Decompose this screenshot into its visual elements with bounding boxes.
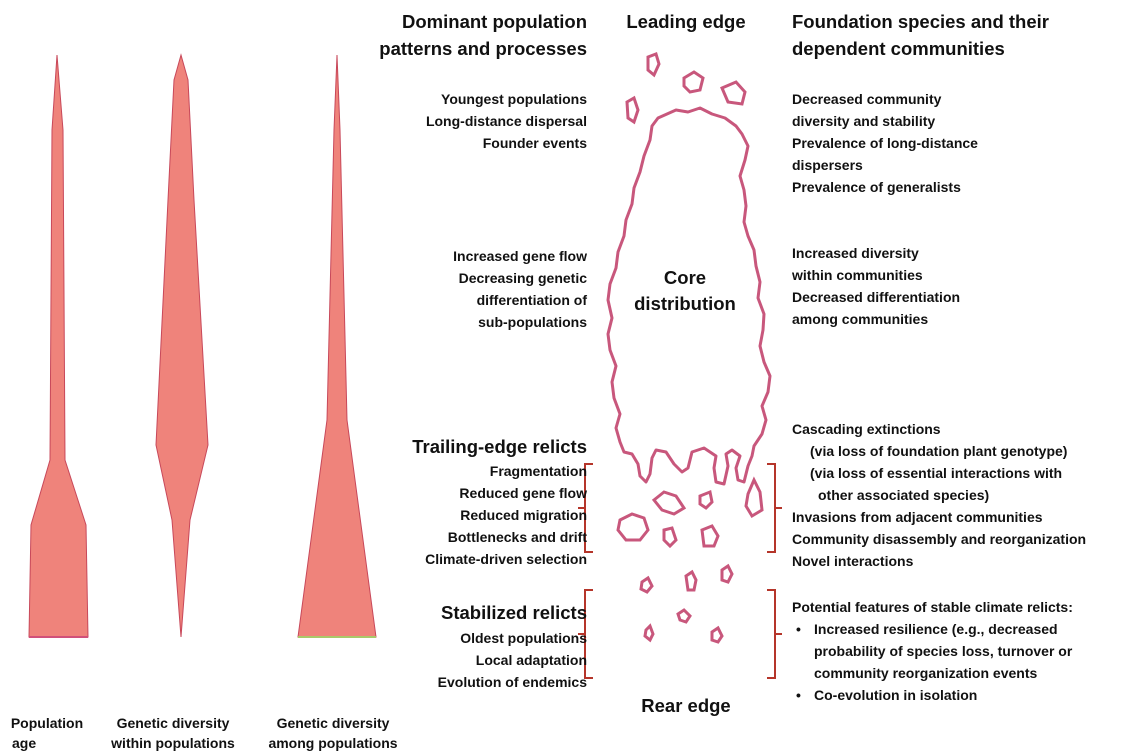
leading-pop-item: Long-distance dispersal xyxy=(426,110,587,132)
leading-edge-header: Leading edge xyxy=(606,8,766,35)
trailing-community-list: Cascading extinctions (via loss of found… xyxy=(792,418,1086,572)
stabilized-right-bracket xyxy=(767,590,782,678)
population-header: Dominant population patterns and process… xyxy=(379,8,587,62)
population-age-label: Population age xyxy=(4,713,90,753)
leading-community-list: Decreased community diversity and stabil… xyxy=(792,88,978,198)
population-age-shape xyxy=(29,55,88,637)
among-diversity-label: Genetic diversity among populations xyxy=(258,713,408,753)
core-community-list: Increased diversity within communities D… xyxy=(792,242,960,330)
trailing-edge-fragments xyxy=(618,480,762,546)
trailing-title: Trailing-edge relicts xyxy=(412,435,587,459)
leading-pop-item: Founder events xyxy=(426,132,587,154)
stable-community-list: Potential features of stable climate rel… xyxy=(792,596,1073,706)
trailing-right-bracket xyxy=(767,464,782,552)
within-diversity-shape xyxy=(156,55,208,637)
core-population-list: Increased gene flow Decreasing genetic d… xyxy=(453,245,587,333)
brackets xyxy=(578,464,782,678)
stabilized-title: Stabilized relicts xyxy=(441,601,587,625)
foundation-header: Foundation species and their dependent c… xyxy=(792,8,1049,62)
stabilized-fragments xyxy=(641,566,732,642)
core-distribution-label: Core distribution xyxy=(610,265,760,317)
among-diversity-shape xyxy=(298,55,376,637)
trailing-population-list: Fragmentation Reduced gene flow Reduced … xyxy=(425,460,587,570)
within-diversity-label: Genetic diversity within populations xyxy=(98,713,248,753)
stabilized-population-list: Oldest populations Local adaptation Evol… xyxy=(438,627,587,693)
leading-pop-item: Youngest populations xyxy=(426,88,587,110)
rear-edge-label: Rear edge xyxy=(606,692,766,719)
leading-population-list: Youngest populations Long-distance dispe… xyxy=(426,88,587,154)
